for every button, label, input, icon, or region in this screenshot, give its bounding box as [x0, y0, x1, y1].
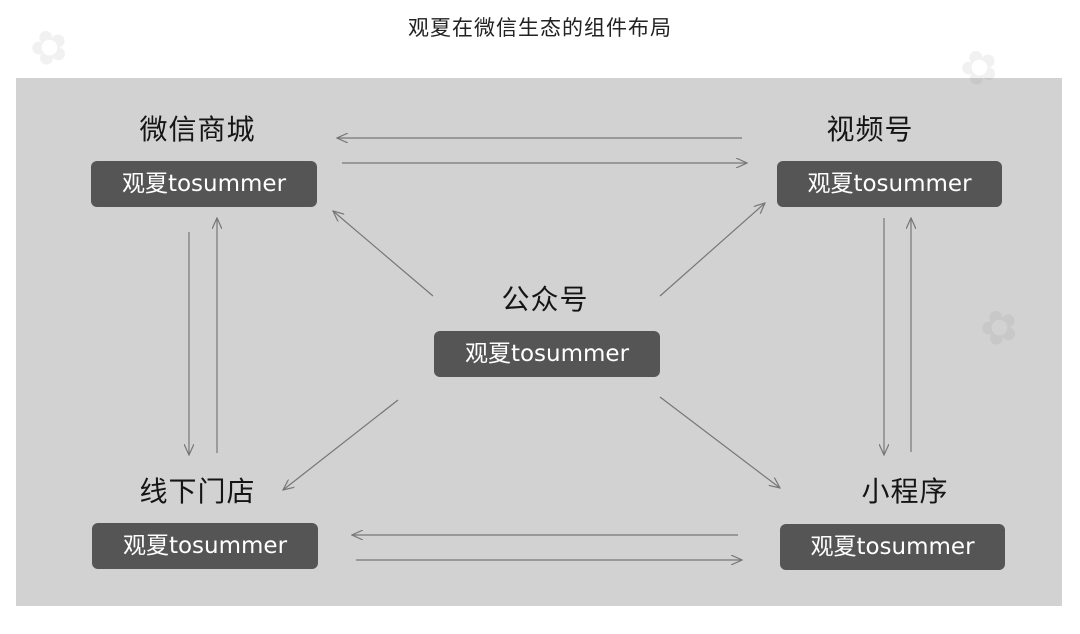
node-label-video-account: 视频号: [826, 113, 914, 146]
node-label-offline-store: 线下门店: [139, 475, 256, 508]
arrow-official-to-mini: [659, 396, 780, 488]
node-label-official-account: 公众号: [501, 283, 589, 316]
arrow-official-to-offline: [283, 399, 399, 490]
node-tag-video-account: 观夏tosummer: [777, 161, 1002, 207]
node-tag-mini-program: 观夏tosummer: [780, 524, 1005, 570]
node-tag-wechat-mall: 观夏tosummer: [91, 161, 317, 207]
node-label-wechat-mall: 微信商城: [139, 113, 256, 146]
node-label-mini-program: 小程序: [861, 475, 949, 508]
node-tag-official-account: 观夏tosummer: [434, 331, 660, 377]
arrow-official-to-mall: [333, 211, 434, 297]
diagram-title: 观夏在微信生态的组件布局: [408, 16, 672, 40]
node-tag-offline-store: 观夏tosummer: [92, 523, 318, 569]
arrow-official-to-video: [659, 203, 765, 297]
